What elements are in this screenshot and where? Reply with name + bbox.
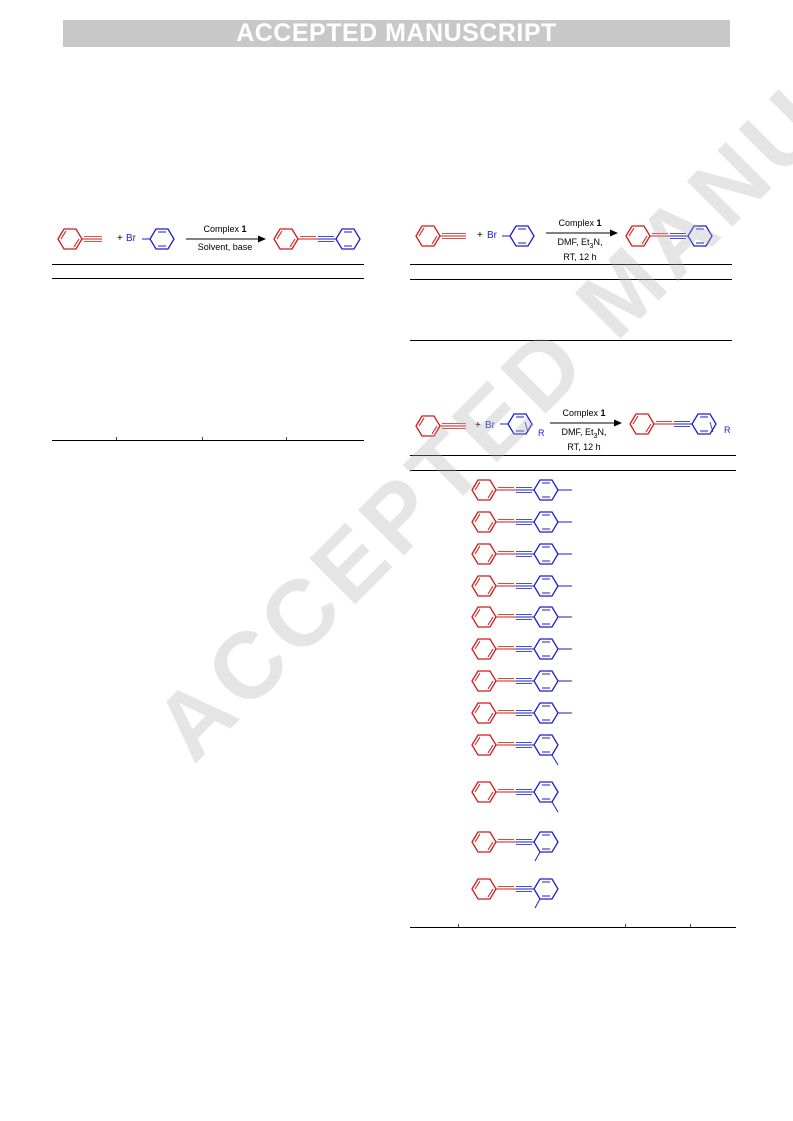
left-table-col-sep [202, 437, 203, 440]
complex-number: 1 [241, 224, 247, 234]
phenylacetylene-structure [57, 228, 102, 250]
reagent-solvent: DMF, Et [557, 237, 590, 247]
reagent-base: N, [593, 237, 603, 247]
left-table-header-rule [52, 278, 364, 279]
arrow-reagent-below: DMF, Et3N, RT, 12 h [548, 237, 612, 262]
reagent-base: N, [597, 427, 607, 437]
ortho-substituted-product [471, 878, 559, 909]
bromo-label: Br [485, 420, 495, 431]
reagent-solvent: DMF, Et [561, 427, 594, 437]
para-substituted-product [471, 638, 572, 660]
substituted-diphenylacetylene-product [629, 413, 717, 435]
para-substituted-product [471, 479, 572, 501]
substituted-bromobenzene-structure [500, 413, 533, 435]
reagent-subscript: 3 [593, 432, 598, 440]
arrow-reagent-below: Solvent, base [197, 242, 253, 252]
complex-number: 1 [596, 218, 602, 228]
right-top-table-bottom-rule [410, 340, 732, 341]
left-table-col-sep [116, 437, 117, 440]
meta-substituted-product [471, 781, 559, 813]
reagent-text: Complex [558, 218, 597, 228]
ortho-substituted-product [471, 831, 559, 862]
reaction-arrow [550, 419, 622, 427]
phenylacetylene-structure [415, 415, 466, 437]
plus-sign: + [475, 420, 481, 431]
arrow-reagent-above: Complex 1 [190, 224, 260, 234]
para-substituted-product [471, 606, 572, 628]
accepted-manuscript-banner: ACCEPTED MANUSCRIPT [63, 20, 730, 47]
diphenylacetylene-product [625, 225, 713, 247]
left-table-bottom-rule [52, 440, 364, 441]
product-r-substituent-label: R [724, 425, 731, 435]
plus-sign: + [477, 230, 483, 241]
right-table-col-sep [625, 924, 626, 927]
arrow-reagent-above: Complex 1 [552, 408, 616, 418]
phenylacetylene-structure [415, 225, 466, 247]
right-table-col-sep [458, 924, 459, 927]
para-substituted-product [471, 670, 572, 692]
left-table-col-sep [286, 437, 287, 440]
bromo-label: Br [487, 230, 497, 241]
plus-sign: + [117, 233, 123, 244]
right-table-col-sep [690, 924, 691, 927]
reagent-subscript: 3 [589, 242, 594, 250]
right-bottom-table-top-rule [410, 455, 736, 456]
para-substituted-product [471, 543, 572, 565]
complex-number: 1 [600, 408, 606, 418]
right-bottom-table-header-rule [410, 470, 736, 471]
diphenylacetylene-product [273, 228, 361, 250]
meta-substituted-product [471, 734, 559, 766]
right-bottom-table-bottom-rule [410, 927, 736, 928]
para-substituted-product [471, 511, 572, 533]
reagent-conditions: RT, 12 h [567, 441, 601, 452]
para-substituted-product [471, 575, 572, 597]
bromo-label: Br [126, 233, 136, 244]
arrow-reagent-below: DMF, Et3N, RT, 12 h [552, 427, 616, 452]
right-top-table-header-rule [410, 279, 732, 280]
reagent-text: Complex [562, 408, 601, 418]
left-table-top-rule [52, 264, 364, 265]
reaction-arrow [546, 229, 618, 237]
reaction-arrow [186, 235, 266, 243]
reagent-conditions: RT, 12 h [563, 251, 597, 262]
right-top-table-top-rule [410, 264, 732, 265]
accepted-manuscript-watermark: ACCEPTED MANUSCRIPT [133, 0, 793, 780]
reagent-text: Complex [203, 224, 242, 234]
arrow-reagent-above: Complex 1 [548, 218, 612, 228]
r-substituent-label: R [538, 428, 545, 438]
bromobenzene-structure [142, 228, 175, 250]
bromobenzene-structure [502, 225, 535, 247]
para-substituted-product [471, 702, 572, 724]
banner-text: ACCEPTED MANUSCRIPT [236, 19, 557, 47]
